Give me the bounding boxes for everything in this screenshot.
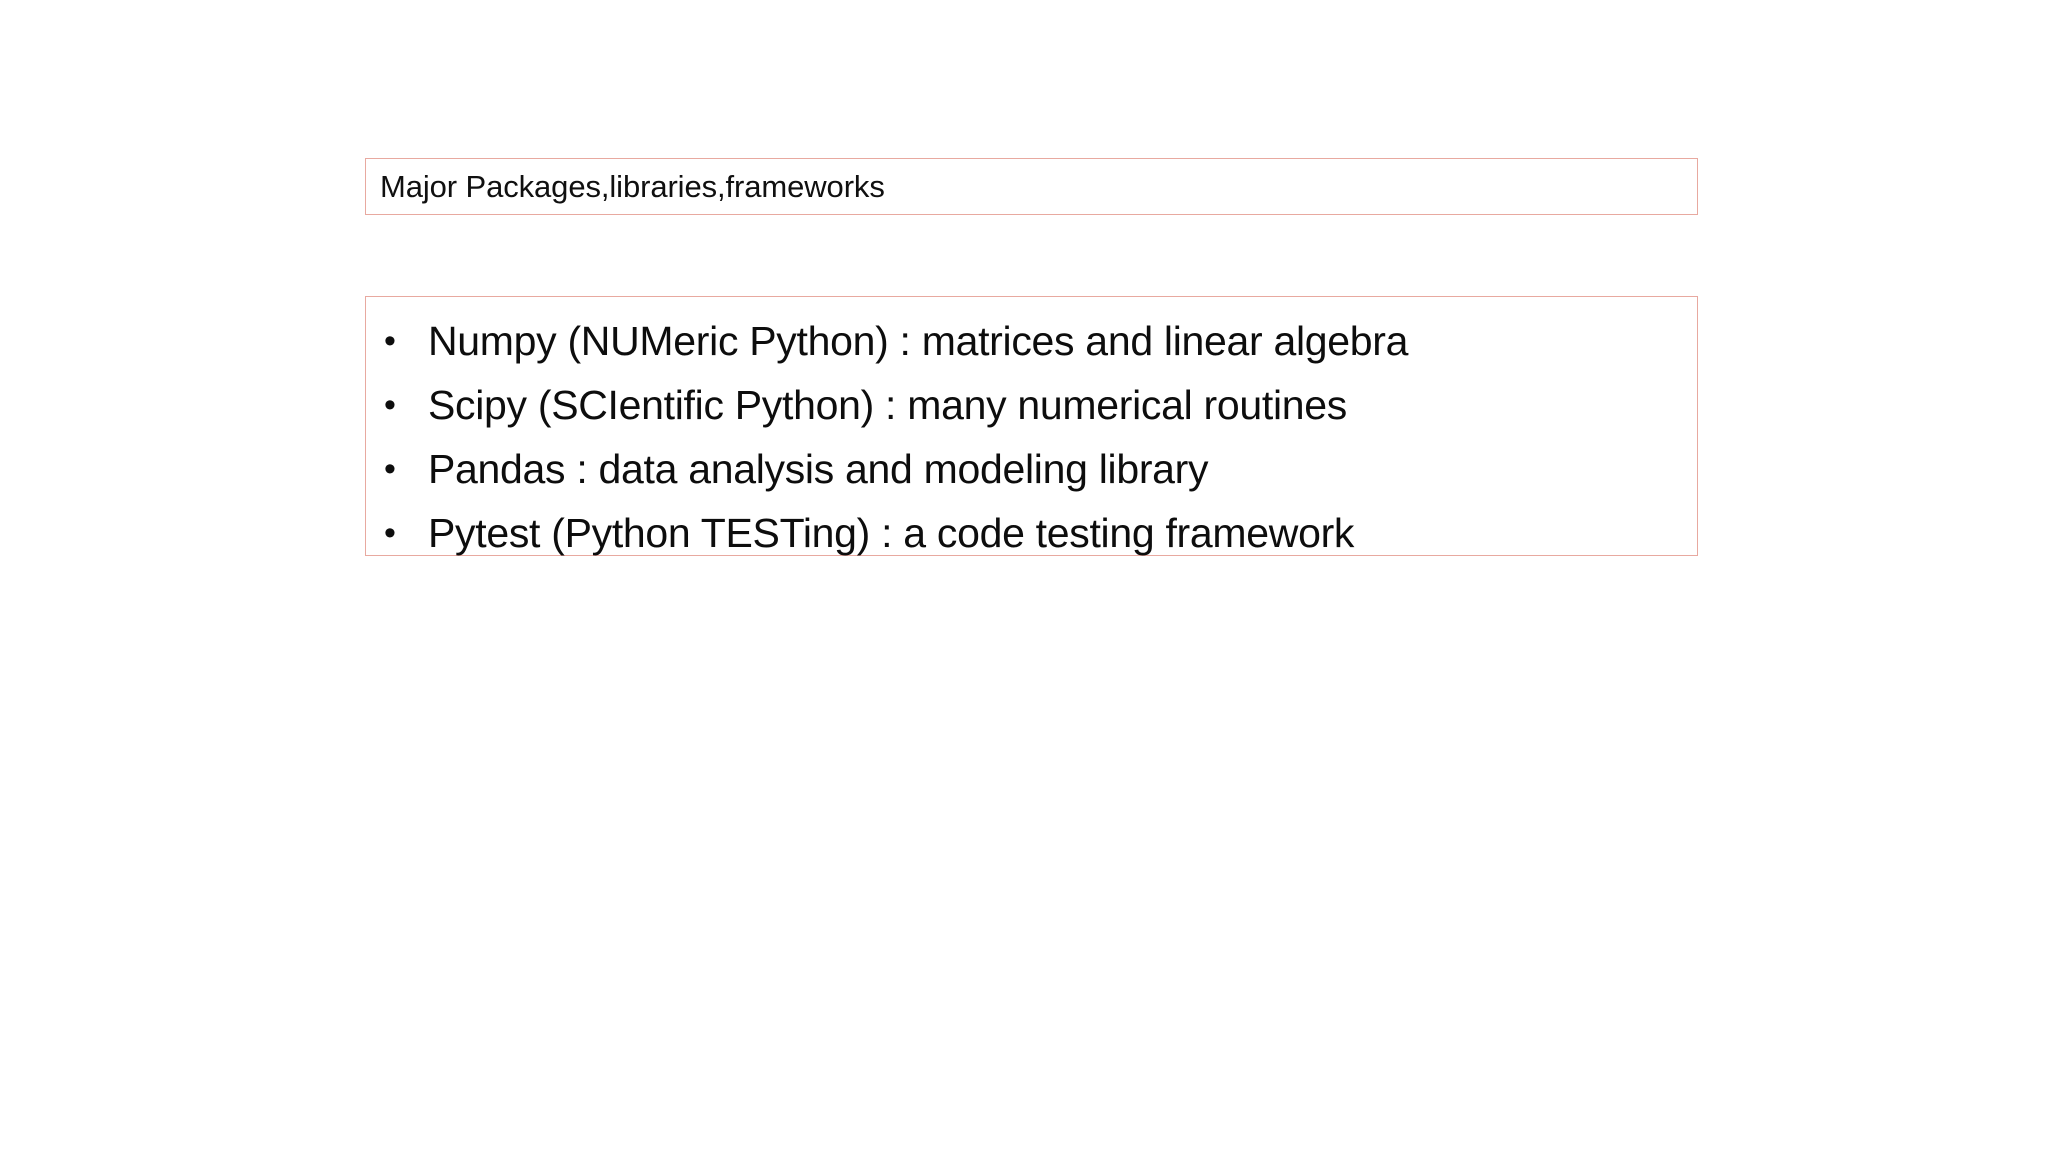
list-item-label: Numpy (NUMeric Python) : matrices and li… bbox=[428, 318, 1409, 364]
list-item[interactable]: • Numpy (NUMeric Python) : matrices and … bbox=[380, 309, 1683, 373]
bullet-dot-icon: • bbox=[384, 322, 396, 360]
list-item-label: Pandas : data analysis and modeling libr… bbox=[428, 446, 1209, 492]
bullet-dot-icon: • bbox=[384, 450, 396, 488]
list-item[interactable]: • Pandas : data analysis and modeling li… bbox=[380, 437, 1683, 501]
page-title: Major Packages,libraries,frameworks bbox=[380, 168, 885, 204]
bullet-dot-icon: • bbox=[384, 514, 396, 552]
bullet-list: • Numpy (NUMeric Python) : matrices and … bbox=[380, 309, 1683, 565]
bullet-dot-icon: • bbox=[384, 386, 396, 424]
list-item[interactable]: • Pytest (Python TESTing) : a code testi… bbox=[380, 501, 1683, 565]
list-item-label: Pytest (Python TESTing) : a code testing… bbox=[428, 510, 1355, 556]
list-item[interactable]: • Scipy (SCIentific Python) : many numer… bbox=[380, 373, 1683, 437]
content-placeholder[interactable]: • Numpy (NUMeric Python) : matrices and … bbox=[365, 296, 1698, 556]
list-item-label: Scipy (SCIentific Python) : many numeric… bbox=[428, 382, 1347, 428]
title-placeholder[interactable]: Major Packages,libraries,frameworks bbox=[365, 158, 1698, 215]
